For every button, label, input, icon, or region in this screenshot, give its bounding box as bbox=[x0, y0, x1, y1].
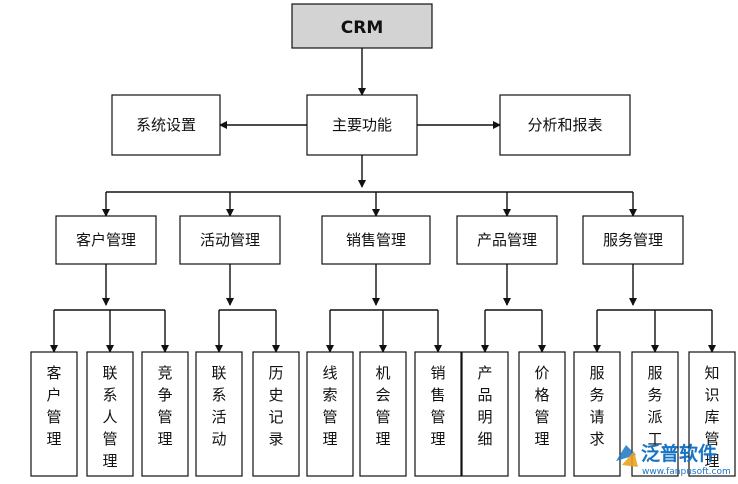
leaf-node: 机会管理 bbox=[359, 351, 407, 477]
leaf-node-label: 历史记录 bbox=[268, 364, 283, 448]
watermark-name: 泛普软件 bbox=[641, 442, 717, 465]
leaf-node: 服务请求 bbox=[573, 351, 621, 477]
leaf-node: 线索管理 bbox=[306, 351, 354, 477]
node-main-functions-label: 主要功能 bbox=[332, 116, 392, 134]
leaf-node-label: 联系活动 bbox=[211, 364, 226, 448]
leaf-node-label: 竞争管理 bbox=[157, 364, 172, 448]
node-crm-label: CRM bbox=[341, 18, 383, 38]
leaf-node: 竞争管理 bbox=[141, 351, 189, 477]
node-module-product: 产品管理 bbox=[456, 215, 558, 265]
leaf-node-label: 联系人管理 bbox=[102, 364, 117, 470]
node-system-settings-label: 系统设置 bbox=[136, 116, 196, 134]
module-activity-label: 活动管理 bbox=[200, 231, 260, 249]
leaf-node: 知识库管理 bbox=[688, 351, 736, 477]
node-module-service: 服务管理 bbox=[582, 215, 684, 265]
node-system-settings: 系统设置 bbox=[111, 94, 221, 156]
node-module-customer: 客户管理 bbox=[55, 215, 157, 265]
leaf-node-label: 客户管理 bbox=[46, 364, 61, 448]
leaf-nodes: 客户管理 联系人管理 竞争管理 联系活动 历史记录 线索管理 机会管理 销售管理 产品明细 价格管… bbox=[30, 351, 736, 477]
watermark-logo: 泛普软件 www.fanpusoft.com bbox=[616, 442, 731, 477]
module-product-label: 产品管理 bbox=[477, 231, 537, 249]
module-sales-label: 销售管理 bbox=[346, 231, 406, 249]
leaf-node: 销售管理 bbox=[414, 351, 462, 477]
leaf-node-label: 产品明细 bbox=[477, 364, 492, 448]
node-analysis-reports-label: 分析和报表 bbox=[527, 116, 602, 134]
node-crm: CRM bbox=[291, 3, 433, 49]
leaf-node-label: 销售管理 bbox=[430, 364, 445, 448]
watermark-url: www.fanpusoft.com bbox=[642, 467, 731, 477]
module-customer-label: 客户管理 bbox=[76, 231, 136, 249]
leaf-node-label: 知识库管理 bbox=[704, 364, 719, 470]
node-module-activity: 活动管理 bbox=[179, 215, 281, 265]
leaf-node-label: 线索管理 bbox=[322, 364, 337, 448]
leaf-node-label: 服务派工 bbox=[647, 364, 662, 448]
module-service-label: 服务管理 bbox=[603, 231, 663, 249]
node-main-functions: 主要功能 bbox=[306, 94, 418, 156]
leaf-node-label: 机会管理 bbox=[375, 364, 390, 448]
leaf-node-label: 服务请求 bbox=[589, 364, 604, 448]
leaf-node: 价格管理 bbox=[518, 351, 566, 477]
leaf-node-label: 价格管理 bbox=[534, 364, 549, 448]
leaf-node: 联系活动 bbox=[195, 351, 243, 477]
node-module-sales: 销售管理 bbox=[321, 215, 431, 265]
leaf-node: 客户管理 bbox=[30, 351, 78, 477]
connector-lines bbox=[50, 48, 716, 353]
leaf-node: 产品明细 bbox=[461, 351, 509, 477]
leaf-node: 服务派工 bbox=[631, 351, 679, 477]
leaf-node: 历史记录 bbox=[252, 351, 300, 477]
leaf-node: 联系人管理 bbox=[86, 351, 134, 477]
fanpu-logo-icon bbox=[616, 445, 638, 467]
node-analysis-reports: 分析和报表 bbox=[499, 94, 631, 156]
